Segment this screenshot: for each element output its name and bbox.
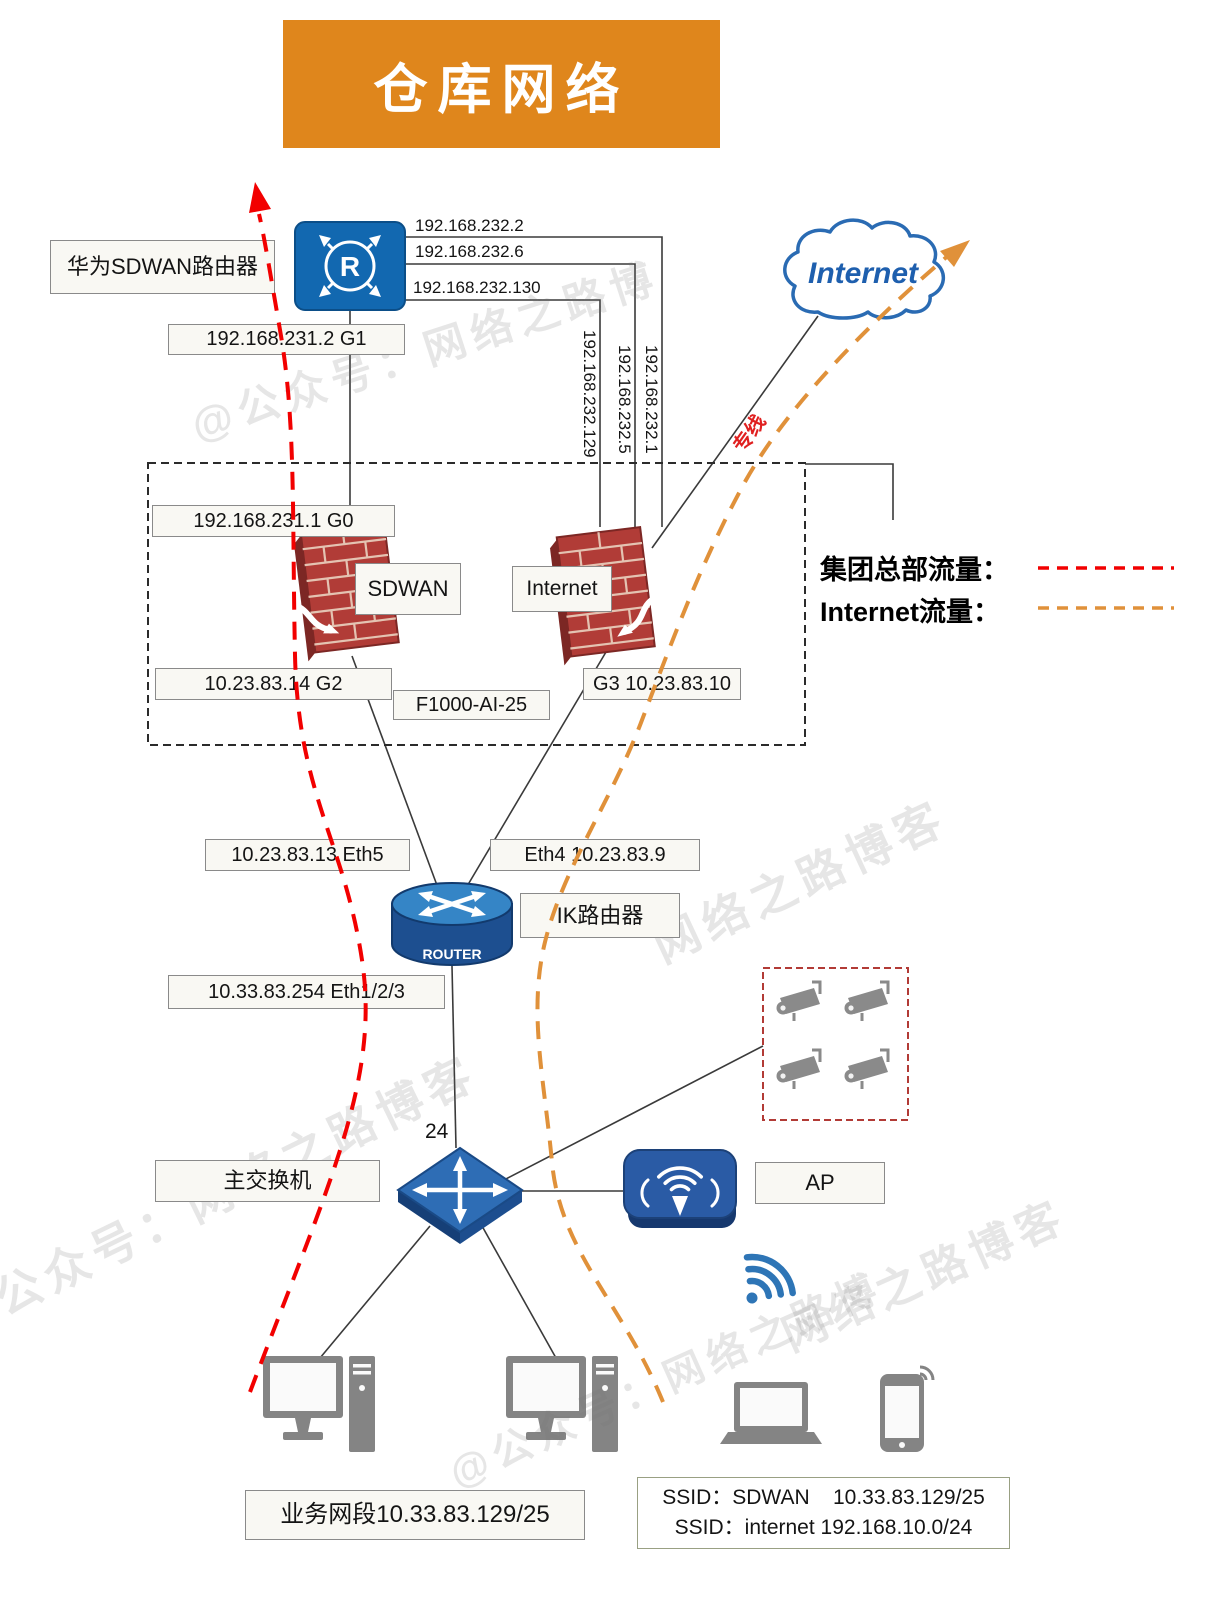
router-text: ROUTER bbox=[422, 946, 481, 962]
laptop-icon bbox=[720, 1382, 822, 1444]
ip-label-232-1: 192.168.232.1 bbox=[642, 345, 661, 454]
g2-ip-label: 10.23.83.14 G2 bbox=[155, 668, 392, 700]
router-r-glyph: R bbox=[340, 251, 360, 282]
ssid-info-box: SSID：SDWAN 10.33.83.129/25 SSID：internet… bbox=[637, 1477, 1010, 1549]
page-title: 仓库网络 bbox=[283, 20, 720, 148]
legend-internet-label: Internet流量： bbox=[820, 597, 1001, 627]
camera-icon bbox=[844, 980, 890, 1021]
ip-label-232-5: 192.168.232.5 bbox=[615, 345, 634, 454]
eth123-ip-label: 10.33.83.254 Eth1/2/3 bbox=[168, 975, 445, 1009]
ap-label: AP bbox=[755, 1162, 885, 1204]
g0-ip-label: 192.168.231.1 G0 bbox=[152, 505, 395, 537]
ip-label-232-2: 192.168.232.2 bbox=[415, 216, 524, 235]
desktop-pc-icon bbox=[506, 1356, 618, 1452]
ssid-sdwan-line: SSID：SDWAN 10.33.83.129/25 bbox=[662, 1485, 985, 1509]
huawei-sdwan-router-icon: R bbox=[294, 221, 406, 311]
huawei-router-label: 华为SDWAN路由器 bbox=[50, 240, 275, 294]
g1-ip-label: 192.168.231.2 G1 bbox=[168, 324, 405, 355]
camera-icon bbox=[776, 980, 822, 1021]
ap-icon bbox=[623, 1149, 737, 1228]
eth4-ip-label: Eth4 10.23.83.9 bbox=[490, 839, 700, 871]
main-switch-label: 主交换机 bbox=[155, 1160, 380, 1202]
internet-cloud-label: Internet bbox=[808, 257, 920, 290]
internet-firewall-label: Internet bbox=[512, 566, 612, 612]
ik-router-label: IK路由器 bbox=[520, 893, 680, 938]
legend-hq-label: 集团总部流量： bbox=[820, 555, 1009, 585]
wifi-signal-icon bbox=[743, 1253, 796, 1304]
g3-ip-label: G3 10.23.83.10 bbox=[583, 668, 741, 700]
ip-label-232-130: 192.168.232.130 bbox=[413, 278, 541, 297]
sdwan-firewall-label: SDWAN bbox=[355, 563, 461, 615]
camera-zone-box bbox=[762, 967, 909, 1121]
ip-label-232-6: 192.168.232.6 bbox=[415, 242, 524, 261]
ik-router-icon: ROUTER bbox=[391, 882, 513, 966]
eth5-ip-label: 10.23.83.13 Eth5 bbox=[205, 839, 410, 871]
firewall-model-label: F1000-AI-25 bbox=[393, 690, 550, 720]
internet-cloud: Internet bbox=[783, 218, 945, 320]
switch-port-label: 24 bbox=[425, 1120, 449, 1143]
ssid-internet-line: SSID：internet 192.168.10.0/24 bbox=[674, 1516, 973, 1539]
business-segment-label: 业务网段10.33.83.129/25 bbox=[245, 1490, 585, 1540]
camera-icon bbox=[776, 1048, 822, 1089]
ip-label-232-129: 192.168.232.129 bbox=[580, 330, 599, 458]
desktop-pc-icon bbox=[263, 1356, 375, 1452]
smartphone-icon bbox=[880, 1365, 935, 1452]
camera-icon bbox=[844, 1048, 890, 1089]
main-switch-icon bbox=[396, 1146, 524, 1244]
